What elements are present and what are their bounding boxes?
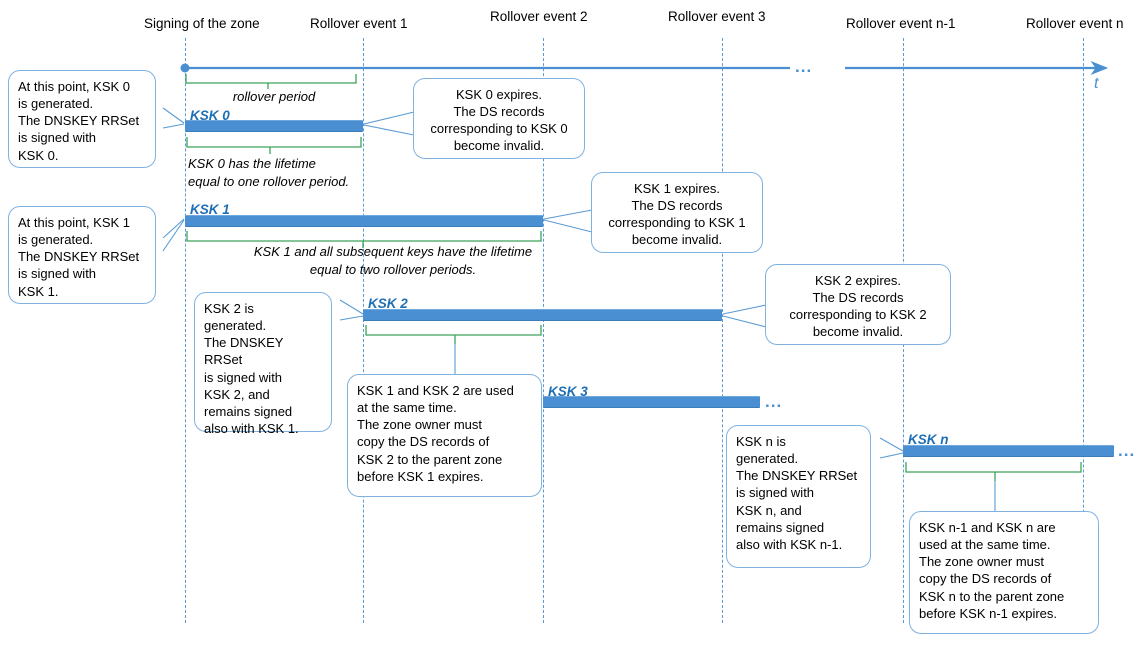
- brace-ksk-n-overlap: [905, 462, 1082, 481]
- time-axis-symbol: t: [1094, 75, 1099, 92]
- leader-ksk-2-generated: [339, 299, 364, 321]
- callout-ksk-2-generated: KSK 2 is generated. The DNSKEY RRSet is …: [194, 292, 332, 436]
- timeline-axis: [180, 60, 1109, 76]
- ksk-0-bar: [185, 120, 363, 132]
- brace-rollover-period: [185, 74, 357, 89]
- event-line-rollover-3: [722, 38, 723, 623]
- leader-ksk-n-generated: [879, 437, 904, 459]
- event-line-rollover-2: [543, 38, 544, 623]
- axis-label-signing: Signing of the zone: [144, 16, 260, 31]
- callout-ksk-n-generated: KSK n is generated. The DNSKEY RRSet is …: [726, 425, 871, 568]
- leader-ksk-2-expires: [722, 304, 767, 328]
- ksk-n-bar: [903, 445, 1114, 457]
- leader-ksk-1-expires: [543, 209, 593, 233]
- callout-ksk-1-ksk-2-overlap: KSK 1 and KSK 2 are used at the same tim…: [347, 374, 542, 497]
- callout-ksk-2-expires: KSK 2 expires. The DS records correspond…: [765, 264, 951, 345]
- brace-ksk-2-overlap: [365, 325, 542, 344]
- callout-ksk-0-generated: At this point, KSK 0 is generated. The D…: [8, 70, 156, 168]
- ksk-2-label: KSK 2: [368, 296, 408, 311]
- axis-label-rollover-1: Rollover event 1: [310, 16, 408, 31]
- rollover-period-caption: rollover period: [232, 89, 316, 104]
- ksk-1-label: KSK 1: [190, 202, 230, 217]
- brace-ksk-0-lifetime: [186, 137, 362, 154]
- timeline-break-ellipsis: ...: [795, 57, 813, 76]
- axis-label-rollover-3: Rollover event 3: [668, 9, 766, 24]
- ksk-2-bar: [363, 309, 722, 321]
- axis-label-rollover-n-1: Rollover event n-1: [846, 16, 956, 31]
- event-line-signing: [185, 38, 186, 623]
- callout-ksk-n-1-ksk-n-overlap: KSK n-1 and KSK n are used at the same t…: [909, 511, 1099, 634]
- leader-ksk-0-expires: [363, 111, 415, 136]
- event-line-rollover-n: [1083, 38, 1084, 623]
- callout-ksk-1-generated: At this point, KSK 1 is generated. The D…: [8, 206, 156, 304]
- ksk-3-ellipsis: ...: [765, 392, 783, 411]
- ksk-n-label: KSK n: [908, 432, 949, 447]
- axis-label-rollover-2: Rollover event 2: [490, 9, 588, 24]
- event-line-rollover-1: [363, 38, 364, 623]
- callout-ksk-0-expires: KSK 0 expires. The DS records correspond…: [413, 78, 585, 159]
- leader-ksk-1-generated: [162, 218, 185, 252]
- leader-ksk-0-generated: [162, 107, 185, 129]
- ksk-3-bar: [543, 396, 760, 408]
- callout-ksk-1-expires: KSK 1 expires. The DS records correspond…: [591, 172, 763, 253]
- axis-label-rollover-n: Rollover event n: [1026, 16, 1124, 31]
- ksk-1-lifetime-caption: KSK 1 and all subsequent keys have the l…: [253, 244, 533, 277]
- ksk-0-lifetime-caption: KSK 0 has the lifetime equal to one roll…: [188, 156, 350, 189]
- ksk-3-label: KSK 3: [548, 384, 588, 399]
- ksk-n-ellipsis: ...: [1118, 441, 1136, 460]
- ksk-1-bar: [185, 215, 543, 227]
- ksk-0-label: KSK 0: [190, 108, 230, 123]
